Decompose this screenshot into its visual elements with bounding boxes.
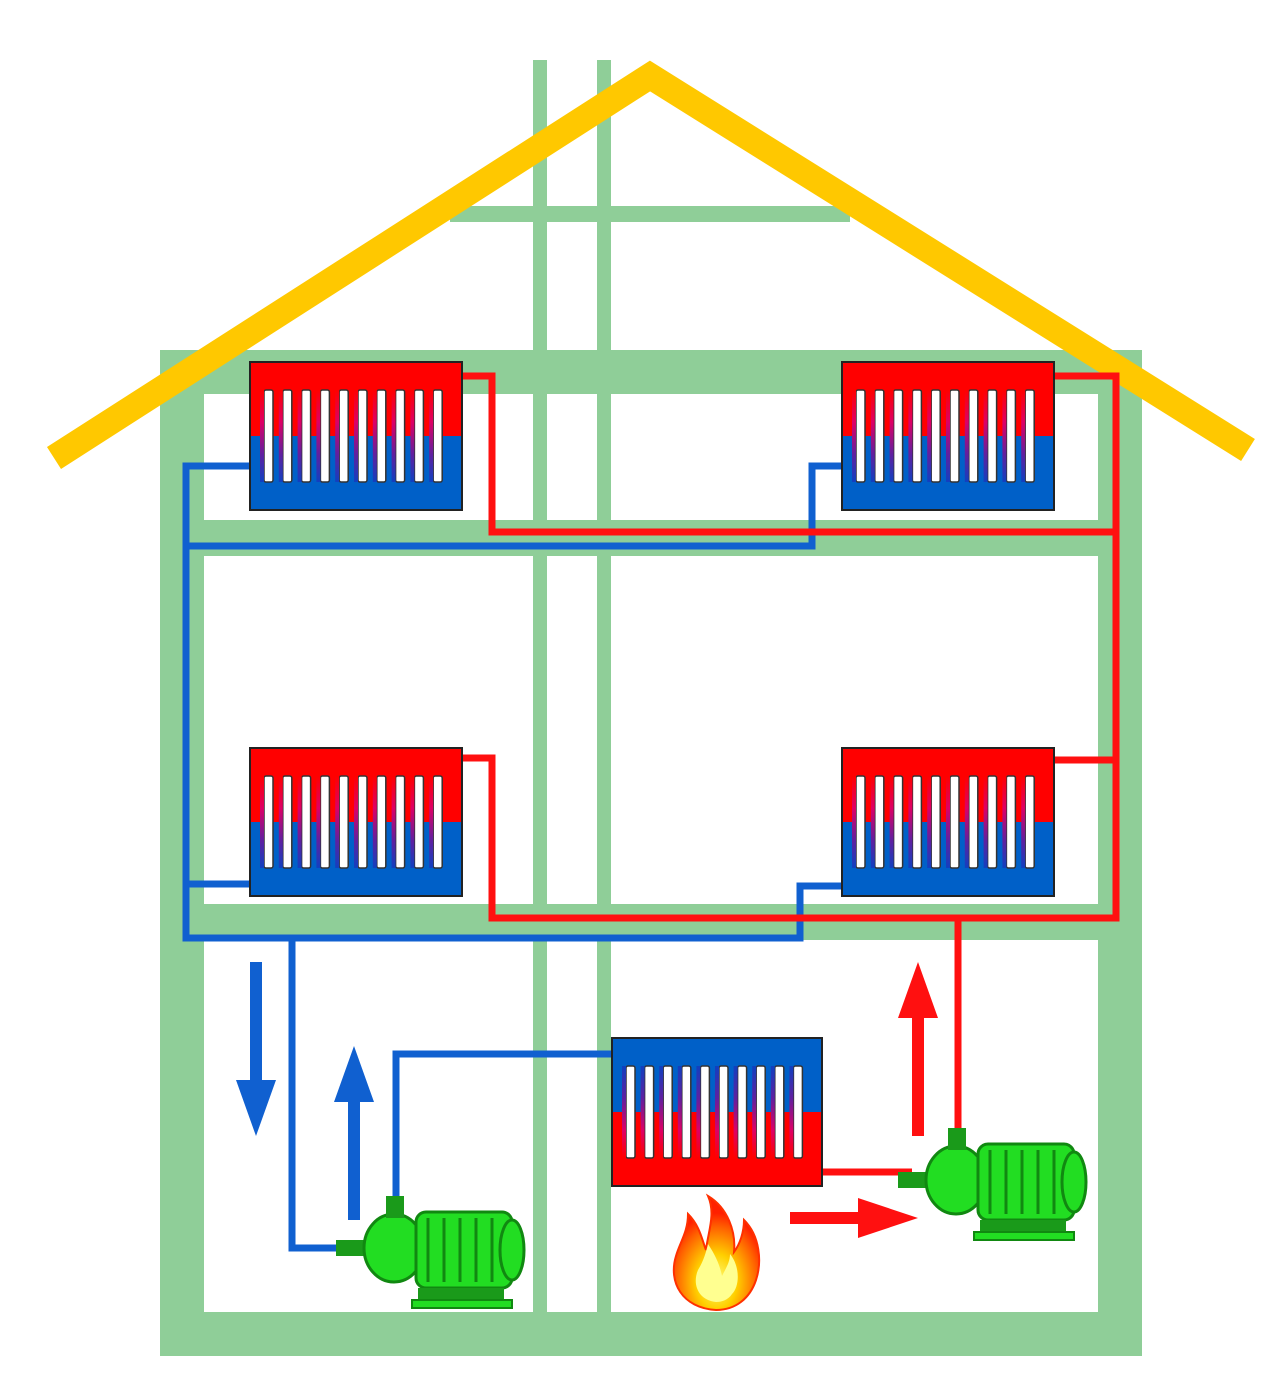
roof bbox=[46, 60, 1255, 469]
radiator-middle-right bbox=[841, 747, 1055, 897]
return-pipe-to-pump bbox=[288, 938, 345, 1252]
return-pipe-upper bbox=[186, 462, 842, 550]
return-pipe-upper-left bbox=[182, 462, 842, 942]
radiator-middle-left bbox=[249, 747, 463, 897]
down-arrow-blue bbox=[236, 962, 276, 1136]
pump-return-pump bbox=[336, 1196, 526, 1309]
radiator-basement-boiler bbox=[611, 1037, 823, 1187]
pump-to-boiler-pipe bbox=[392, 1050, 612, 1212]
hot-supply-pipes bbox=[462, 372, 1120, 1176]
house-structure bbox=[160, 60, 1142, 1356]
right-arrow-red bbox=[790, 1198, 918, 1238]
pumps bbox=[336, 1128, 1088, 1309]
radiators bbox=[249, 361, 1055, 1187]
supply-riser bbox=[462, 372, 1120, 922]
up-arrow-blue bbox=[334, 1046, 374, 1220]
pump-supply-pump bbox=[898, 1128, 1088, 1241]
flow-arrows bbox=[236, 962, 938, 1238]
flame-icon bbox=[672, 1193, 761, 1312]
radiator-upper-right bbox=[841, 361, 1055, 511]
up-arrow-red bbox=[898, 962, 938, 1136]
supply-pipe-upper-left bbox=[462, 372, 1116, 536]
radiator-upper-left bbox=[249, 361, 463, 511]
cold-return-pipes bbox=[182, 462, 842, 1252]
house-outer-wall bbox=[160, 350, 1142, 1356]
